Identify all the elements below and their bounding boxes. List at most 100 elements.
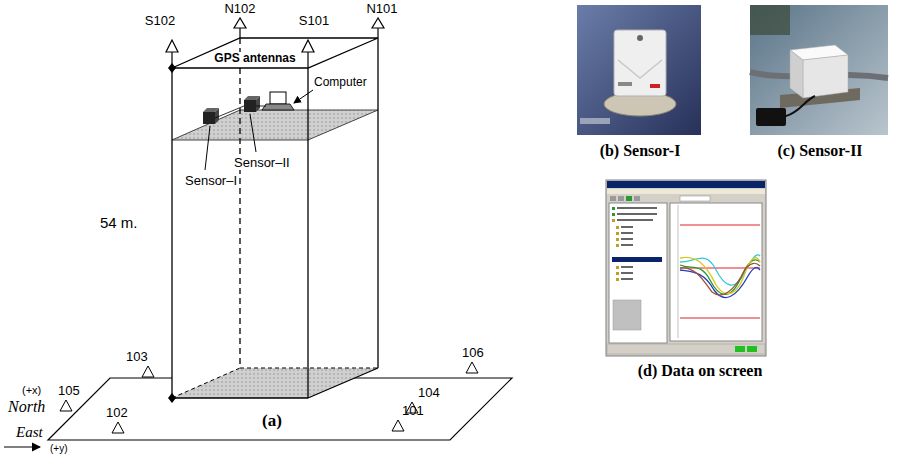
antenna-mast (171, 52, 172, 68)
part-label: GPS antennas (212, 52, 297, 65)
screenshot (606, 180, 766, 356)
tree-item (616, 232, 619, 235)
direction-label: North (8, 398, 45, 416)
building-edge (172, 397, 308, 398)
laptop-icon (270, 92, 286, 104)
tree-item (617, 219, 653, 221)
tree-item (612, 219, 615, 222)
control-point (142, 366, 154, 377)
plot-axis (678, 205, 679, 338)
data-curve (680, 263, 760, 295)
point-label: 104 (418, 386, 440, 400)
tree-item (617, 213, 657, 215)
toolbar-button (626, 196, 632, 201)
photo-detail (750, 5, 790, 35)
data-curve (680, 268, 760, 298)
status-indicator (735, 346, 745, 352)
tree-item (612, 213, 615, 216)
point-label: 102 (106, 406, 128, 420)
sensor-detail (618, 82, 632, 86)
sensor-icon (256, 96, 260, 112)
cable (256, 106, 266, 107)
tree-panel (609, 203, 667, 343)
tree-item (616, 244, 619, 247)
axis-label: (+x) (22, 384, 41, 396)
tree-item (616, 226, 619, 229)
tree-item (621, 278, 633, 280)
tree-item (616, 278, 619, 281)
panel-caption: (a) (262, 412, 282, 431)
toolbar-button (618, 196, 624, 201)
laptop-icon (262, 104, 294, 110)
menu-bar (607, 189, 765, 194)
antenna-symbol (372, 18, 384, 28)
point-label: 106 (462, 346, 484, 360)
point-label: 101 (402, 404, 424, 418)
building-edge (377, 38, 378, 368)
sensor-body (614, 30, 666, 96)
sensor-icon (244, 100, 256, 112)
tree-item (617, 207, 657, 209)
limit-line (680, 318, 760, 319)
part-label: Computer (314, 76, 367, 89)
toolbar-button (634, 196, 640, 201)
photo-detail (580, 118, 610, 124)
panel-caption: (b) Sensor-I (600, 142, 681, 160)
part-label: Sensor–I (183, 174, 239, 188)
building-edge (307, 68, 308, 398)
direction-label: East (16, 424, 43, 441)
panel-caption: (c) Sensor-II (777, 142, 862, 160)
tree-selection (612, 257, 662, 262)
sensor-icon (203, 112, 215, 124)
roof-floor (172, 110, 378, 140)
status-bar (607, 344, 765, 354)
antenna-label: N101 (366, 2, 397, 16)
tree-item (616, 238, 619, 241)
tree-item (621, 238, 633, 240)
sensor-icon (215, 108, 219, 124)
tree-item (616, 266, 619, 269)
point-label: 105 (58, 384, 80, 398)
tree-item (621, 272, 633, 274)
cable (215, 106, 244, 118)
antenna-mast (377, 28, 378, 38)
tree-item (612, 207, 615, 210)
antenna-symbol (302, 40, 314, 52)
control-point (466, 362, 478, 373)
leader-line (205, 126, 210, 170)
leader-line (250, 114, 256, 152)
tree-item (621, 226, 633, 228)
window-title-bar (607, 181, 765, 188)
sensor-photo (577, 5, 701, 135)
control-point (392, 420, 404, 431)
building-edge (171, 68, 172, 398)
part-label: Sensor–II (232, 156, 292, 170)
status-indicator (747, 346, 757, 352)
leader-arrow (294, 90, 313, 103)
tree-item (621, 266, 633, 268)
dimension-mark (168, 393, 176, 403)
power-adapter (756, 108, 786, 126)
antenna-mast (239, 28, 240, 38)
antenna-label: S101 (299, 14, 329, 28)
toolbar-button (610, 196, 616, 201)
building-top (172, 38, 378, 68)
building-edge (308, 368, 378, 398)
building-side-face (308, 38, 378, 398)
antenna-mast (307, 52, 308, 68)
hidden-edge (239, 38, 240, 368)
sensor-body (803, 55, 848, 98)
antenna-symbol (166, 40, 178, 52)
sensor-detail (637, 35, 643, 41)
tree-item (621, 244, 633, 246)
sensor-detail (650, 84, 660, 88)
toolbar-field (680, 196, 710, 201)
tree-item (621, 232, 633, 234)
antenna-label: N102 (224, 2, 255, 16)
panel-caption: (d) Data on screen (638, 362, 763, 380)
limit-line (680, 225, 760, 226)
sensor-photo (750, 5, 888, 135)
